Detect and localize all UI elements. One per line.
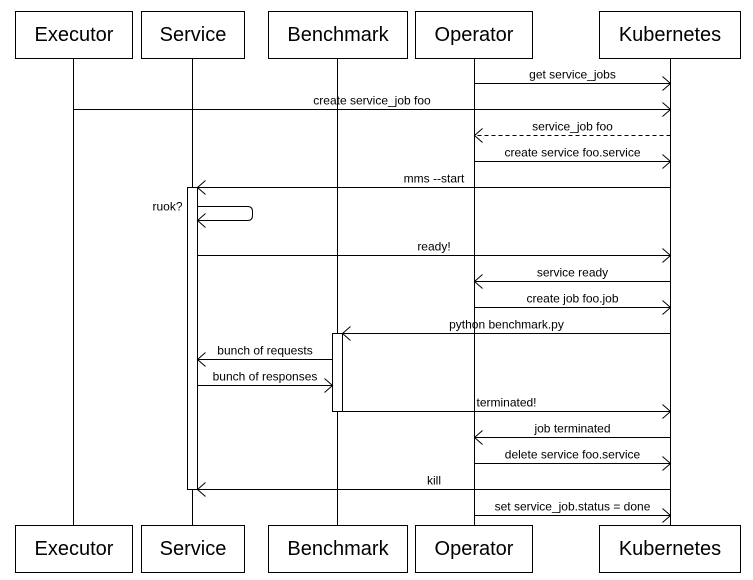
message: create service_job foo xyxy=(73,94,672,117)
participant-label: Service xyxy=(160,24,227,46)
arrowhead xyxy=(196,482,206,497)
message-label: create job foo.job xyxy=(526,292,618,306)
message: ruok? xyxy=(152,200,253,228)
participant-label: Benchmark xyxy=(287,538,389,560)
participant-executor-bottom: Executor xyxy=(15,525,133,573)
message: terminated! xyxy=(342,396,672,419)
arrowhead xyxy=(473,274,483,289)
arrowhead xyxy=(196,352,206,367)
message: python benchmark.py xyxy=(341,318,671,341)
activation-benchmark xyxy=(332,333,343,412)
message: mms --start xyxy=(196,172,671,195)
participant-label: Service xyxy=(160,538,227,560)
message-line xyxy=(197,206,253,221)
message: delete service foo.service xyxy=(474,448,672,471)
message: kill xyxy=(196,474,671,497)
message: create job foo.job xyxy=(474,292,672,315)
participant-operator-top: Operator xyxy=(415,11,533,59)
arrowhead xyxy=(196,213,206,228)
message-label: service ready xyxy=(537,266,608,280)
participant-kubernetes-top: Kubernetes xyxy=(599,11,741,59)
message: ready! xyxy=(197,240,672,263)
message: get service_jobs xyxy=(474,68,672,91)
participant-service-top: Service xyxy=(141,11,245,59)
arrowhead xyxy=(662,300,672,315)
message-label: service_job foo xyxy=(532,120,613,134)
arrowhead xyxy=(662,508,672,523)
participant-label: Benchmark xyxy=(287,24,389,46)
message-label: get service_jobs xyxy=(529,68,616,82)
arrowhead xyxy=(196,180,206,195)
message: bunch of responses xyxy=(197,370,334,393)
message-label: ruok? xyxy=(152,200,182,214)
participant-service-bottom: Service xyxy=(141,525,245,573)
message-label: job terminated xyxy=(533,422,610,436)
arrowhead xyxy=(662,404,672,419)
message-label: python benchmark.py xyxy=(449,318,564,332)
participant-label: Executor xyxy=(35,538,114,560)
activation-service xyxy=(187,187,198,490)
arrowhead xyxy=(473,430,483,445)
message-label: kill xyxy=(427,474,441,488)
message-label: create service_job foo xyxy=(313,94,431,108)
arrowhead xyxy=(324,378,334,393)
participant-executor-top: Executor xyxy=(15,11,133,59)
participant-kubernetes-bottom: Kubernetes xyxy=(599,525,741,573)
message-label: bunch of responses xyxy=(213,370,318,384)
message: bunch of requests xyxy=(196,344,333,367)
participant-label: Operator xyxy=(435,24,514,46)
arrowhead xyxy=(662,248,672,263)
message-label: bunch of requests xyxy=(217,344,312,358)
message: service_job foo xyxy=(473,120,671,143)
message: service ready xyxy=(473,266,671,289)
arrowhead xyxy=(662,456,672,471)
message: set service_job.status = done xyxy=(474,500,672,523)
message: job terminated xyxy=(473,422,671,445)
message-label: create service foo.service xyxy=(504,146,640,160)
message-label: ready! xyxy=(417,240,450,254)
participant-benchmark-bottom: Benchmark xyxy=(268,525,408,573)
message: create service foo.service xyxy=(474,146,672,169)
arrowhead xyxy=(662,102,672,117)
participant-label: Executor xyxy=(35,24,114,46)
message-label: set service_job.status = done xyxy=(495,500,651,514)
arrowhead xyxy=(473,128,483,143)
arrowhead xyxy=(662,154,672,169)
message-label: delete service foo.service xyxy=(505,448,641,462)
participant-label: Kubernetes xyxy=(619,24,721,46)
arrowhead xyxy=(662,76,672,91)
arrowhead xyxy=(341,326,351,341)
message-label: terminated! xyxy=(476,396,536,410)
participant-label: Operator xyxy=(435,538,514,560)
participant-benchmark-top: Benchmark xyxy=(268,11,408,59)
message-label: mms --start xyxy=(404,172,465,186)
participant-label: Kubernetes xyxy=(619,538,721,560)
participant-operator-bottom: Operator xyxy=(415,525,533,573)
